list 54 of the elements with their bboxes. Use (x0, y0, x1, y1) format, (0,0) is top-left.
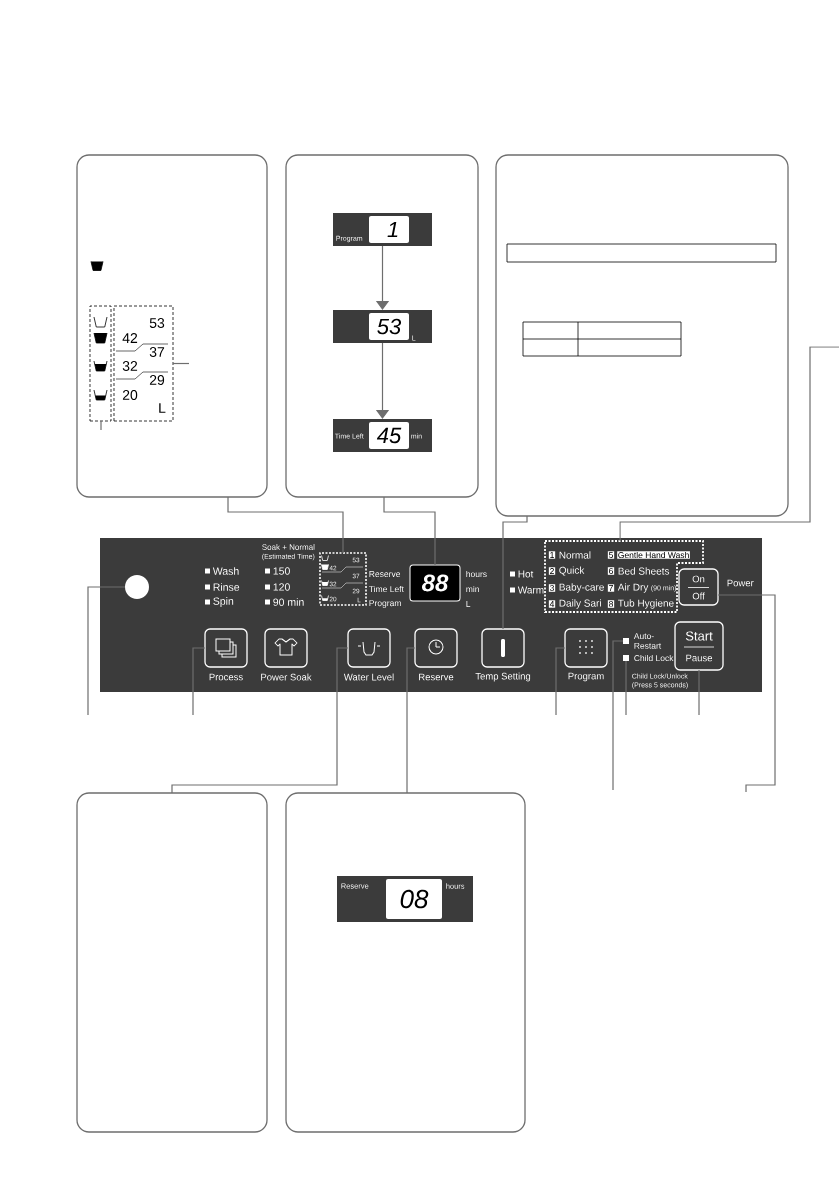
control-button: Temp Setting (475, 628, 531, 682)
indicator-lamp: Auto-Restart (623, 633, 662, 649)
control-button: Program (564, 628, 608, 682)
node-label: Power (727, 579, 754, 587)
indicator-label: Spin (205, 597, 234, 607)
control-button: Process (204, 628, 248, 681)
indicator-label: 120 (265, 583, 290, 591)
control-button: Reserve (414, 628, 458, 681)
node-label: min (466, 585, 479, 593)
digital-display: 88 hours min L (409, 564, 487, 607)
node-label: Auto-Restart (633, 633, 662, 649)
control-button: Water Level (343, 628, 394, 681)
callout-box (495, 154, 789, 517)
leader-line (383, 496, 436, 566)
indicator-label: Warm (510, 586, 544, 594)
node-label: Child Lock (634, 654, 674, 662)
leader-line (227, 496, 344, 554)
panel-label: Soak + Normal (262, 544, 315, 550)
panel-label: Time Left (369, 585, 404, 593)
node-label: L (466, 601, 471, 607)
node-label: Reserve (419, 673, 454, 681)
indicator-lamp: Child Lock (623, 654, 674, 662)
indicator-label: 150 (265, 567, 290, 575)
leader-line (717, 594, 776, 793)
leader-line (171, 647, 349, 794)
leader-line (172, 362, 190, 365)
indicator-label: Wash (205, 567, 239, 575)
panel-label: Program (369, 600, 401, 608)
start-button: Start Pause (674, 621, 724, 671)
indicator-lamp (125, 575, 149, 599)
node-label: Power Soak (261, 673, 312, 681)
leader-line (192, 647, 206, 716)
leader-line (555, 647, 566, 716)
leader-line (619, 346, 839, 542)
callout-box (76, 792, 268, 1133)
panel-label: Reserve (369, 571, 401, 577)
leader-line (87, 586, 126, 716)
water-level-scale: 53 42 37 32 29 20 L (113, 305, 174, 422)
node-label: Program (568, 672, 604, 682)
node-label: hours (466, 570, 487, 578)
node-label: Water Level (343, 673, 394, 681)
leader-line (612, 640, 624, 791)
leader-line (406, 647, 416, 794)
leader-line (100, 420, 102, 431)
control-button: Power Soak (261, 628, 312, 681)
node-label: Process (209, 673, 243, 681)
leader-line (625, 660, 627, 716)
node-label: Temp Setting (475, 672, 531, 682)
indicator-label: Rinse (205, 583, 240, 591)
cup-column (89, 305, 112, 422)
leader-line (502, 515, 528, 630)
indicator-label: Hot (510, 570, 534, 578)
leader-line (698, 669, 700, 716)
indicator-label: 90 min (265, 598, 304, 606)
